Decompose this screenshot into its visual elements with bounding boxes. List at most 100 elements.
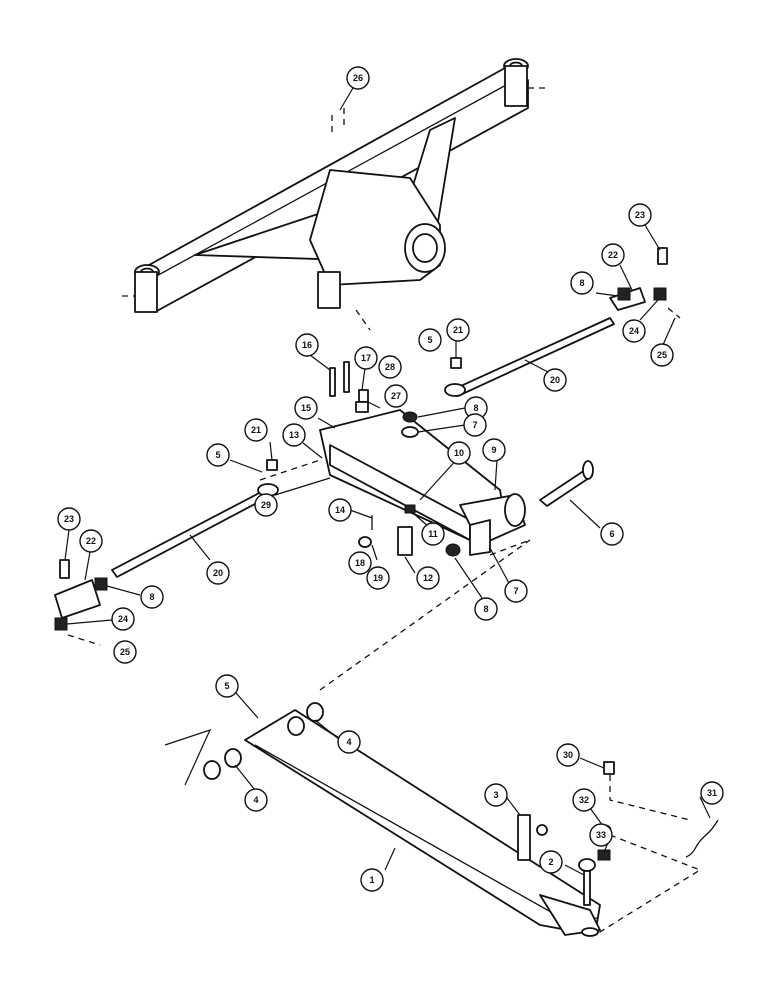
leader-1 [384, 847, 396, 871]
tongue-hitch-hole [581, 927, 599, 937]
part-11 [404, 504, 416, 514]
callout-number: 11 [428, 529, 438, 539]
leader-22a [619, 264, 633, 291]
bolt-21-lower [266, 459, 278, 471]
callout-number: 4 [346, 737, 351, 747]
leader-16 [309, 354, 331, 371]
callout-circle [446, 318, 470, 342]
callout-c25a: 25 [650, 343, 674, 367]
bushing-4d [203, 760, 221, 780]
callout-number: 24 [629, 326, 639, 336]
part-12 [397, 526, 413, 556]
callout-c8d: 8 [140, 585, 164, 609]
leader-30 [579, 757, 605, 769]
leader-13 [302, 442, 323, 459]
tie-rod-lower-shaft [111, 489, 271, 578]
callout-c8a: 8 [570, 271, 594, 295]
tongue-hitch [539, 894, 601, 936]
jack-pin [536, 824, 548, 836]
callout-c33: 33 [589, 823, 613, 847]
callout-circle [628, 203, 652, 227]
frame-right-tube-body [504, 65, 528, 107]
leader-2 [564, 864, 585, 876]
callout-number: 8 [483, 604, 488, 614]
callout-number: 10 [454, 448, 464, 458]
callout-number: 25 [120, 647, 130, 657]
callout-circle [543, 368, 567, 392]
callout-circle [113, 640, 137, 664]
callout-c16: 16 [295, 333, 319, 357]
callout-circle [463, 413, 487, 437]
callout-circle [215, 674, 239, 698]
nut-8-center [402, 411, 418, 423]
callout-c22a: 22 [601, 243, 625, 267]
bushing-4a [306, 702, 324, 722]
leader-8c [454, 557, 483, 599]
callout-number: 16 [302, 340, 312, 350]
leader-21b [269, 441, 273, 461]
callout-c1: 1 [360, 868, 384, 892]
callout-c9: 9 [482, 438, 506, 462]
callout-circle [206, 561, 230, 585]
leader-23b [64, 529, 70, 561]
callout-number: 8 [579, 278, 584, 288]
chain-dash-b [594, 834, 702, 936]
leader-8a [595, 292, 619, 297]
leader-9 [494, 459, 498, 491]
callout-number: 29 [261, 500, 271, 510]
callout-number: 23 [635, 210, 645, 220]
callout-number: 18 [355, 558, 365, 568]
clevis-lower [54, 579, 101, 619]
pin-16b [343, 361, 350, 393]
callout-number: 19 [373, 573, 383, 583]
tongue-bracket-lines [164, 728, 212, 786]
leader-5b [229, 459, 263, 473]
callout-number: 22 [608, 250, 618, 260]
callout-c14: 14 [328, 498, 352, 522]
leader-20b [189, 534, 211, 561]
leader-3 [506, 797, 521, 816]
callout-number: 24 [118, 614, 128, 624]
washer-7-center [401, 426, 419, 438]
leader-5c [235, 692, 259, 719]
callout-circle [556, 743, 580, 767]
callout-number: 22 [86, 536, 96, 546]
callout-number: 27 [391, 391, 401, 401]
leader-31 [699, 796, 711, 819]
callout-circle [421, 522, 445, 546]
callout-circle [328, 498, 352, 522]
callout-circle [295, 333, 319, 357]
callout-c23b: 23 [57, 507, 81, 531]
callout-number: 26 [353, 73, 363, 83]
callout-circle [416, 566, 440, 590]
leader-14 [349, 509, 373, 519]
callout-c7b: 7 [504, 579, 528, 603]
callout-number: 23 [64, 514, 74, 524]
callout-number: 25 [657, 350, 667, 360]
pin-25-lower [67, 634, 101, 646]
leader-15 [317, 417, 336, 429]
leader-7b [489, 547, 511, 586]
leader-29 [274, 477, 331, 496]
leader-27 [367, 401, 381, 409]
callout-number: 5 [224, 681, 229, 691]
callout-number: 21 [453, 325, 463, 335]
callout-circle [378, 355, 402, 379]
leader-22b [84, 551, 91, 581]
frame-left-tube-body [134, 271, 158, 313]
callout-number: 5 [215, 450, 220, 460]
leader-26 [339, 87, 354, 111]
callout-circle [700, 781, 724, 805]
bracket-tab [469, 519, 491, 556]
callout-c21a: 21 [446, 318, 470, 342]
callout-c17: 17 [354, 346, 378, 370]
pin-6-head [582, 460, 594, 480]
frame-lower-lug [317, 271, 341, 309]
callout-c13: 13 [282, 423, 306, 447]
leader-8b [417, 407, 466, 418]
callout-number: 15 [301, 403, 311, 413]
callout-circle [418, 328, 442, 352]
callout-circle [504, 579, 528, 603]
